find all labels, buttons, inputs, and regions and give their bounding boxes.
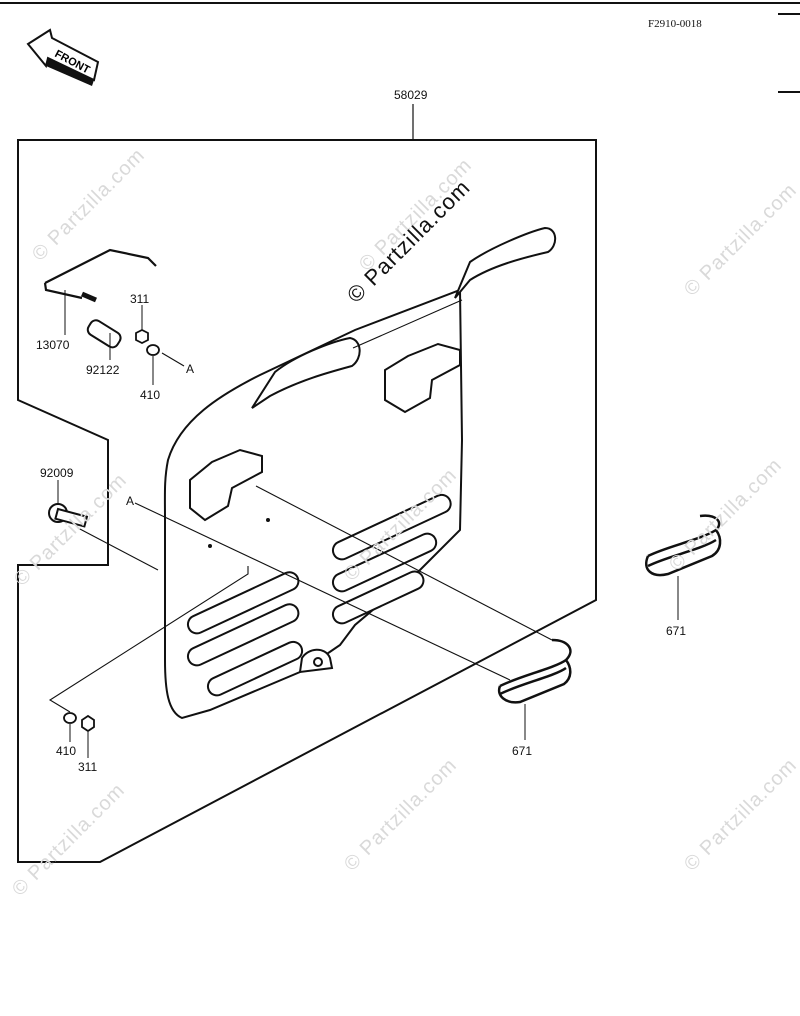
side-cover	[163, 226, 557, 720]
hole-mark	[266, 518, 270, 522]
part-label-311: 311	[130, 292, 150, 306]
washer-icon	[63, 712, 77, 724]
nut-icon	[135, 328, 149, 345]
washer-icon	[146, 344, 160, 356]
front-arrow-icon: FRONT	[26, 28, 100, 86]
part-label-311: 311	[78, 760, 98, 774]
figure-code: F2910-0018	[648, 18, 702, 30]
part-label-410: 410	[56, 744, 77, 758]
part-label-13070: 13070	[36, 338, 70, 352]
rod-part-13070	[43, 248, 157, 303]
part-label-92009: 92009	[40, 466, 74, 480]
part-label-671: 671	[512, 744, 533, 758]
guide-lines	[48, 299, 553, 713]
clip-part-671	[497, 638, 572, 704]
reference-label-a: A	[126, 494, 135, 508]
bolt-part-92009	[48, 503, 89, 528]
hole-mark	[208, 544, 212, 548]
part-label-92122: 92122	[86, 363, 120, 377]
part-label-671: 671	[666, 624, 687, 638]
reference-label-a: A	[186, 362, 195, 376]
nut-icon	[81, 714, 95, 733]
assembly-outline	[17, 139, 597, 863]
part-label-410: 410	[140, 388, 161, 402]
collar-part-92122	[86, 319, 122, 349]
clip-part-671	[645, 514, 722, 577]
label-leaders	[57, 290, 679, 758]
part-label-58029: 58029	[394, 88, 428, 102]
